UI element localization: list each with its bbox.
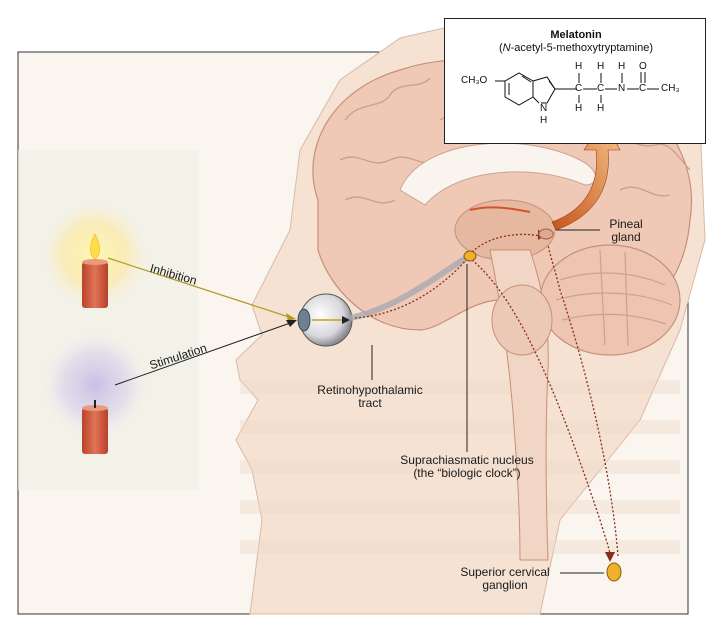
- chain-h3: H: [618, 61, 626, 72]
- chain-h1: H: [575, 61, 583, 72]
- melatonin-structure: [495, 72, 659, 106]
- dotted-path-down: [471, 259, 611, 557]
- subtitle-italic-n: N: [502, 42, 511, 54]
- chain-h5: H: [597, 103, 605, 114]
- scn-line2: (the “biologic clock”): [413, 466, 521, 480]
- chain-c2: C: [597, 83, 605, 94]
- chain-o: O: [639, 61, 647, 72]
- scg-label: Superior cervical ganglion: [448, 566, 562, 592]
- melatonin-box: Melatonin (N-acetyl-5-methoxytryptamine)…: [444, 18, 706, 144]
- melatonin-subtitle: (N-acetyl-5-methoxytryptamine): [498, 42, 654, 54]
- pineal-line2: gland: [611, 230, 641, 244]
- melatonin-title: Melatonin: [550, 29, 602, 41]
- dotted-path-up: [547, 244, 619, 557]
- retinohypothalamic-tract-label: Retinohypothalamic tract: [300, 384, 440, 410]
- pineal-dot: [538, 228, 554, 240]
- indole-n: N: [540, 103, 548, 114]
- chain-ch3: CH₃: [661, 83, 680, 94]
- chain-c3: C: [639, 83, 647, 94]
- scn-label: Suprachiasmatic nucleus (the “biologic c…: [382, 454, 552, 480]
- flame-icon: [90, 233, 100, 260]
- pons: [491, 284, 553, 356]
- chain-h4: H: [575, 103, 583, 114]
- retino-line2: tract: [358, 396, 382, 410]
- secretion-arrow: [551, 119, 621, 231]
- ch3o-text: CH₃O: [461, 75, 488, 86]
- scg-line2: ganglion: [482, 578, 528, 592]
- pineal-line1: Pineal: [609, 217, 643, 231]
- scn-dot: [463, 250, 477, 262]
- chain-h2: H: [597, 61, 605, 72]
- candle-unlit: [82, 408, 108, 454]
- indole-h: H: [540, 115, 548, 126]
- candle-lit: [82, 262, 108, 308]
- scn-line1: Suprachiasmatic nucleus: [400, 453, 534, 467]
- stimulation-arrow: [114, 321, 294, 386]
- purple-glow: [40, 330, 150, 440]
- scg-dot: [606, 562, 622, 582]
- inhibition-arrow: [107, 257, 293, 319]
- chain-c1: C: [575, 83, 583, 94]
- pineal-gland-label: Pineal gland: [596, 218, 656, 244]
- retino-line1: Retinohypothalamic: [317, 383, 423, 397]
- optic-nerve: [349, 255, 468, 321]
- scg-line1: Superior cervical: [460, 565, 550, 579]
- chain-n: N: [618, 83, 626, 94]
